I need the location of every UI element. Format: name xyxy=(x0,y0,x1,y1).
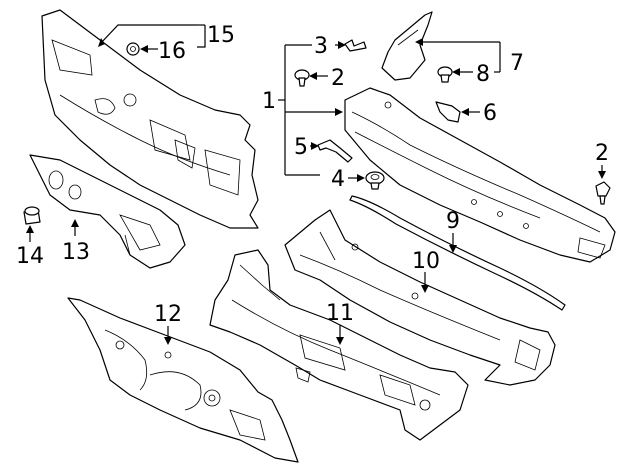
callout-8: 8 xyxy=(476,62,490,87)
callout-13: 13 xyxy=(62,240,90,265)
callout-3: 3 xyxy=(314,34,328,59)
part-2-screw-b xyxy=(595,181,611,205)
callout-7: 7 xyxy=(510,51,524,76)
part-3-bracket xyxy=(344,39,367,52)
callout-11: 11 xyxy=(326,301,354,326)
part-12-dash-panel xyxy=(67,297,299,463)
part-15-dash-insulator xyxy=(41,9,259,229)
leader-lines xyxy=(26,24,606,345)
part-9-weatherstrip xyxy=(349,195,566,311)
part-6-bracket xyxy=(435,101,461,123)
part-5-bracket xyxy=(317,139,353,163)
callout-16: 16 xyxy=(158,39,186,64)
part-14-grommet xyxy=(23,206,41,225)
part-11-reinforcement xyxy=(209,249,469,441)
callout-2-right: 2 xyxy=(595,141,609,166)
part-1-cowl-panel xyxy=(344,87,616,263)
callout-1: 1 xyxy=(262,89,276,114)
part-2-screw-a xyxy=(294,69,310,87)
callout-12: 12 xyxy=(154,302,182,327)
callout-15: 15 xyxy=(207,23,235,48)
callout-6: 6 xyxy=(483,101,497,126)
callout-10: 10 xyxy=(412,249,440,274)
part-13-insulator xyxy=(29,154,186,269)
callout-14: 14 xyxy=(16,244,44,269)
callout-5: 5 xyxy=(294,135,308,160)
part-4-grommet xyxy=(365,171,385,190)
part-8-clip xyxy=(437,66,453,83)
callout-labels: 15 16 1 3 2 5 4 7 8 6 2 9 10 11 12 13 14 xyxy=(16,23,609,327)
part-16-clip xyxy=(126,42,140,56)
part-7-bracket xyxy=(381,11,433,81)
part-10-cowl-top xyxy=(284,209,556,386)
callout-9: 9 xyxy=(446,209,460,234)
callout-4: 4 xyxy=(331,167,345,192)
callout-2-upper: 2 xyxy=(331,66,345,91)
